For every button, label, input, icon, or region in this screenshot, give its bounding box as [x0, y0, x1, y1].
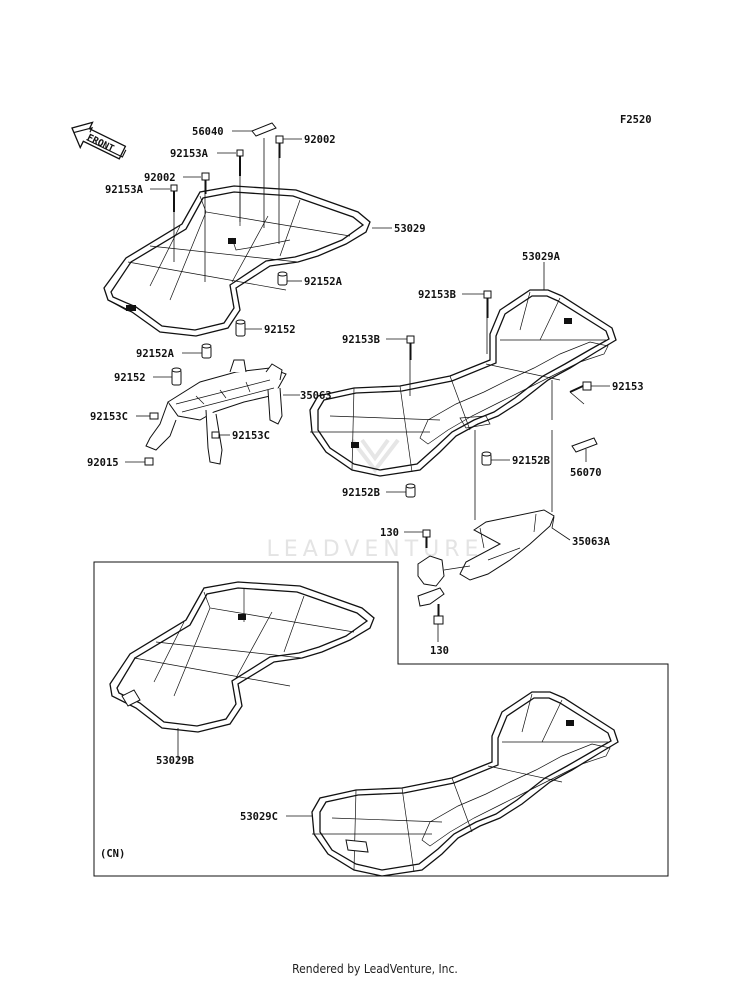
callout-92153a: 92153A: [105, 184, 144, 196]
leader-lines: [125, 130, 610, 817]
callout-92153c: 92153C: [90, 411, 128, 423]
callout-92152b: 92152B: [512, 455, 550, 467]
front-carrier-53029: [103, 185, 371, 337]
callout-92152: 92152: [264, 324, 296, 336]
decal-icon: [251, 122, 277, 137]
callout-92152: 92152: [114, 372, 146, 384]
callout-53029c: 53029C: [240, 811, 278, 823]
callout-53029b: 53029B: [156, 755, 194, 767]
collar-icon: [171, 367, 182, 386]
callout-35063a: 35063A: [572, 536, 611, 548]
callout-92153a: 92153A: [170, 148, 209, 160]
collar-icon: [405, 483, 416, 498]
callout-130: 130: [430, 645, 449, 657]
callout-92153c: 92153C: [232, 430, 270, 442]
callout-92152a: 92152A: [136, 348, 175, 360]
collar-icon: [235, 319, 246, 337]
cn-rear-carrier-53029c: [311, 691, 619, 877]
callout-35063: 35063: [300, 390, 332, 402]
bolt-icon: [406, 335, 415, 360]
bolt-icon: [569, 381, 592, 393]
callout-56070: 56070: [570, 467, 602, 479]
callout-53029a: 53029A: [522, 251, 561, 263]
bolt-icon: [433, 604, 444, 625]
region-label: (CN): [100, 848, 125, 860]
callout-92152a: 92152A: [304, 276, 343, 288]
bolt-icon: [170, 184, 178, 212]
collar-icon: [277, 271, 288, 286]
bolt-icon: [483, 290, 492, 318]
callout-56040: 56040: [192, 126, 224, 138]
callout-130: 130: [380, 527, 399, 539]
rear-hardware: [405, 290, 598, 520]
rear-bracket-35063a: [417, 509, 555, 625]
collar-icon: [481, 451, 492, 466]
watermark: LEADVENTURE: [267, 438, 484, 562]
callout-92153b: 92153B: [418, 289, 456, 301]
nut-icon: [149, 412, 159, 420]
front-arrow-icon: FRONT: [71, 121, 127, 160]
bolt-icon: [275, 135, 284, 158]
footer-credit: Rendered by LeadVenture, Inc.: [292, 962, 458, 976]
callout-labels: 56040 92002 92153A 92002 92153A 53029 92…: [87, 126, 644, 823]
callout-92153b: 92153B: [342, 334, 380, 346]
figure-code: F2520: [620, 114, 652, 126]
collar-icon: [201, 343, 212, 359]
nut-icon: [211, 431, 220, 439]
bolt-icon: [422, 529, 431, 548]
decal-icon: [571, 437, 598, 453]
callout-92002: 92002: [144, 172, 176, 184]
front-hardware: [170, 122, 288, 386]
callout-92015: 92015: [87, 457, 119, 469]
front-bracket-35063: [144, 359, 287, 466]
watermark-text: LEADVENTURE: [267, 537, 484, 562]
callout-53029: 53029: [394, 223, 426, 235]
nut-icon: [144, 457, 154, 466]
callout-92152b: 92152B: [342, 487, 380, 499]
cn-inset-frame: [93, 561, 669, 877]
callout-92153: 92153: [612, 381, 644, 393]
bolt-icon: [236, 149, 244, 176]
rear-carrier-53029a: [309, 289, 617, 477]
cn-front-carrier-53029b: [109, 581, 375, 760]
bolt-icon: [201, 172, 210, 194]
callout-92002: 92002: [304, 134, 336, 146]
